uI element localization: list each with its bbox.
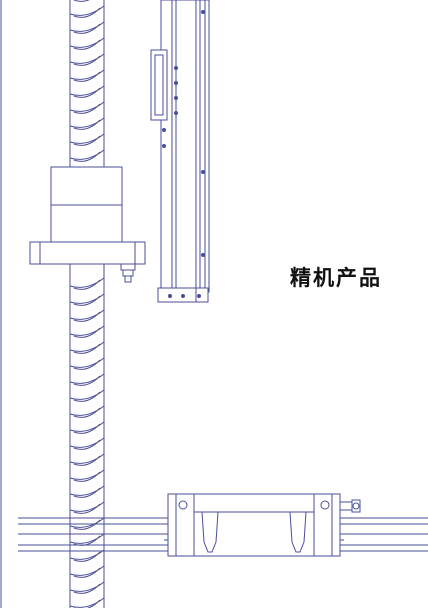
- thread-line-inner: [73, 343, 101, 354]
- thread-line-inner: [73, 135, 101, 146]
- thread-line-inner: [73, 455, 101, 466]
- linear-module: [150, 0, 210, 303]
- thread-line: [69, 437, 105, 448]
- thread-line-inner: [73, 487, 101, 498]
- thread-line-inner: [73, 471, 101, 482]
- thread-line: [69, 5, 105, 16]
- thread-line: [69, 421, 105, 432]
- thread-line-inner: [73, 311, 101, 322]
- thread-line-inner: [73, 567, 101, 578]
- thread-line-inner: [73, 279, 101, 290]
- thread-line-inner: [73, 39, 101, 50]
- thread-line-inner: [73, 423, 101, 434]
- thread-line: [69, 517, 105, 528]
- grease-nipple: [120, 263, 136, 283]
- thread-line-inner: [73, 503, 101, 514]
- thread-line-inner: [73, 119, 101, 130]
- thread-line-inner: [73, 359, 101, 370]
- product-heading: 精机产品: [290, 266, 382, 290]
- thread-line: [69, 453, 105, 464]
- grease-fitting: [339, 499, 361, 513]
- thread-line: [69, 485, 105, 496]
- thread-line: [69, 133, 105, 144]
- thread-line-inner: [73, 375, 101, 386]
- thread-line: [69, 597, 105, 608]
- thread-line-inner: [73, 551, 101, 562]
- thread-line: [69, 501, 105, 512]
- thread-line-inner: [73, 519, 101, 530]
- thread-line: [69, 117, 105, 128]
- thread-line: [69, 469, 105, 480]
- thread-line: [69, 53, 105, 64]
- slider-block: [164, 493, 344, 557]
- thread-line: [69, 85, 105, 96]
- thread-line-inner: [74, 599, 101, 608]
- thread-line: [69, 373, 105, 384]
- thread-line: [69, 101, 105, 112]
- screw-nut-flange: [29, 166, 146, 265]
- thread-line: [69, 565, 105, 576]
- thread-line: [69, 21, 105, 32]
- thread-line-inner: [73, 535, 101, 546]
- thread-line: [69, 309, 105, 320]
- thread-line: [69, 533, 105, 544]
- ball-screw: [69, 0, 105, 608]
- thread-line-inner: [73, 327, 101, 338]
- thread-line: [69, 581, 105, 592]
- thread-line-inner: [73, 407, 101, 418]
- thread-line-inner: [73, 7, 101, 18]
- thread-line-inner: [73, 583, 101, 594]
- thread-line-inner: [73, 55, 101, 66]
- thread-line: [69, 389, 105, 400]
- thread-line: [69, 405, 105, 416]
- thread-line-inner: [73, 103, 101, 114]
- thread-line-inner: [73, 151, 101, 162]
- thread-line: [69, 37, 105, 48]
- thread-line: [69, 341, 105, 352]
- thread-line: [69, 277, 105, 288]
- thread-line: [69, 549, 105, 560]
- thread-line-inner: [73, 87, 101, 98]
- thread-line-inner: [73, 0, 90, 2]
- thread-line-inner: [73, 23, 101, 34]
- thread-line-inner: [73, 71, 101, 82]
- thread-line: [69, 325, 105, 336]
- thread-line: [69, 357, 105, 368]
- thread-line-inner: [73, 439, 101, 450]
- thread-line: [69, 69, 105, 80]
- thread-line-inner: [73, 391, 101, 402]
- thread-line-inner: [73, 295, 101, 306]
- thread-line: [69, 293, 105, 304]
- thread-line: [69, 149, 105, 160]
